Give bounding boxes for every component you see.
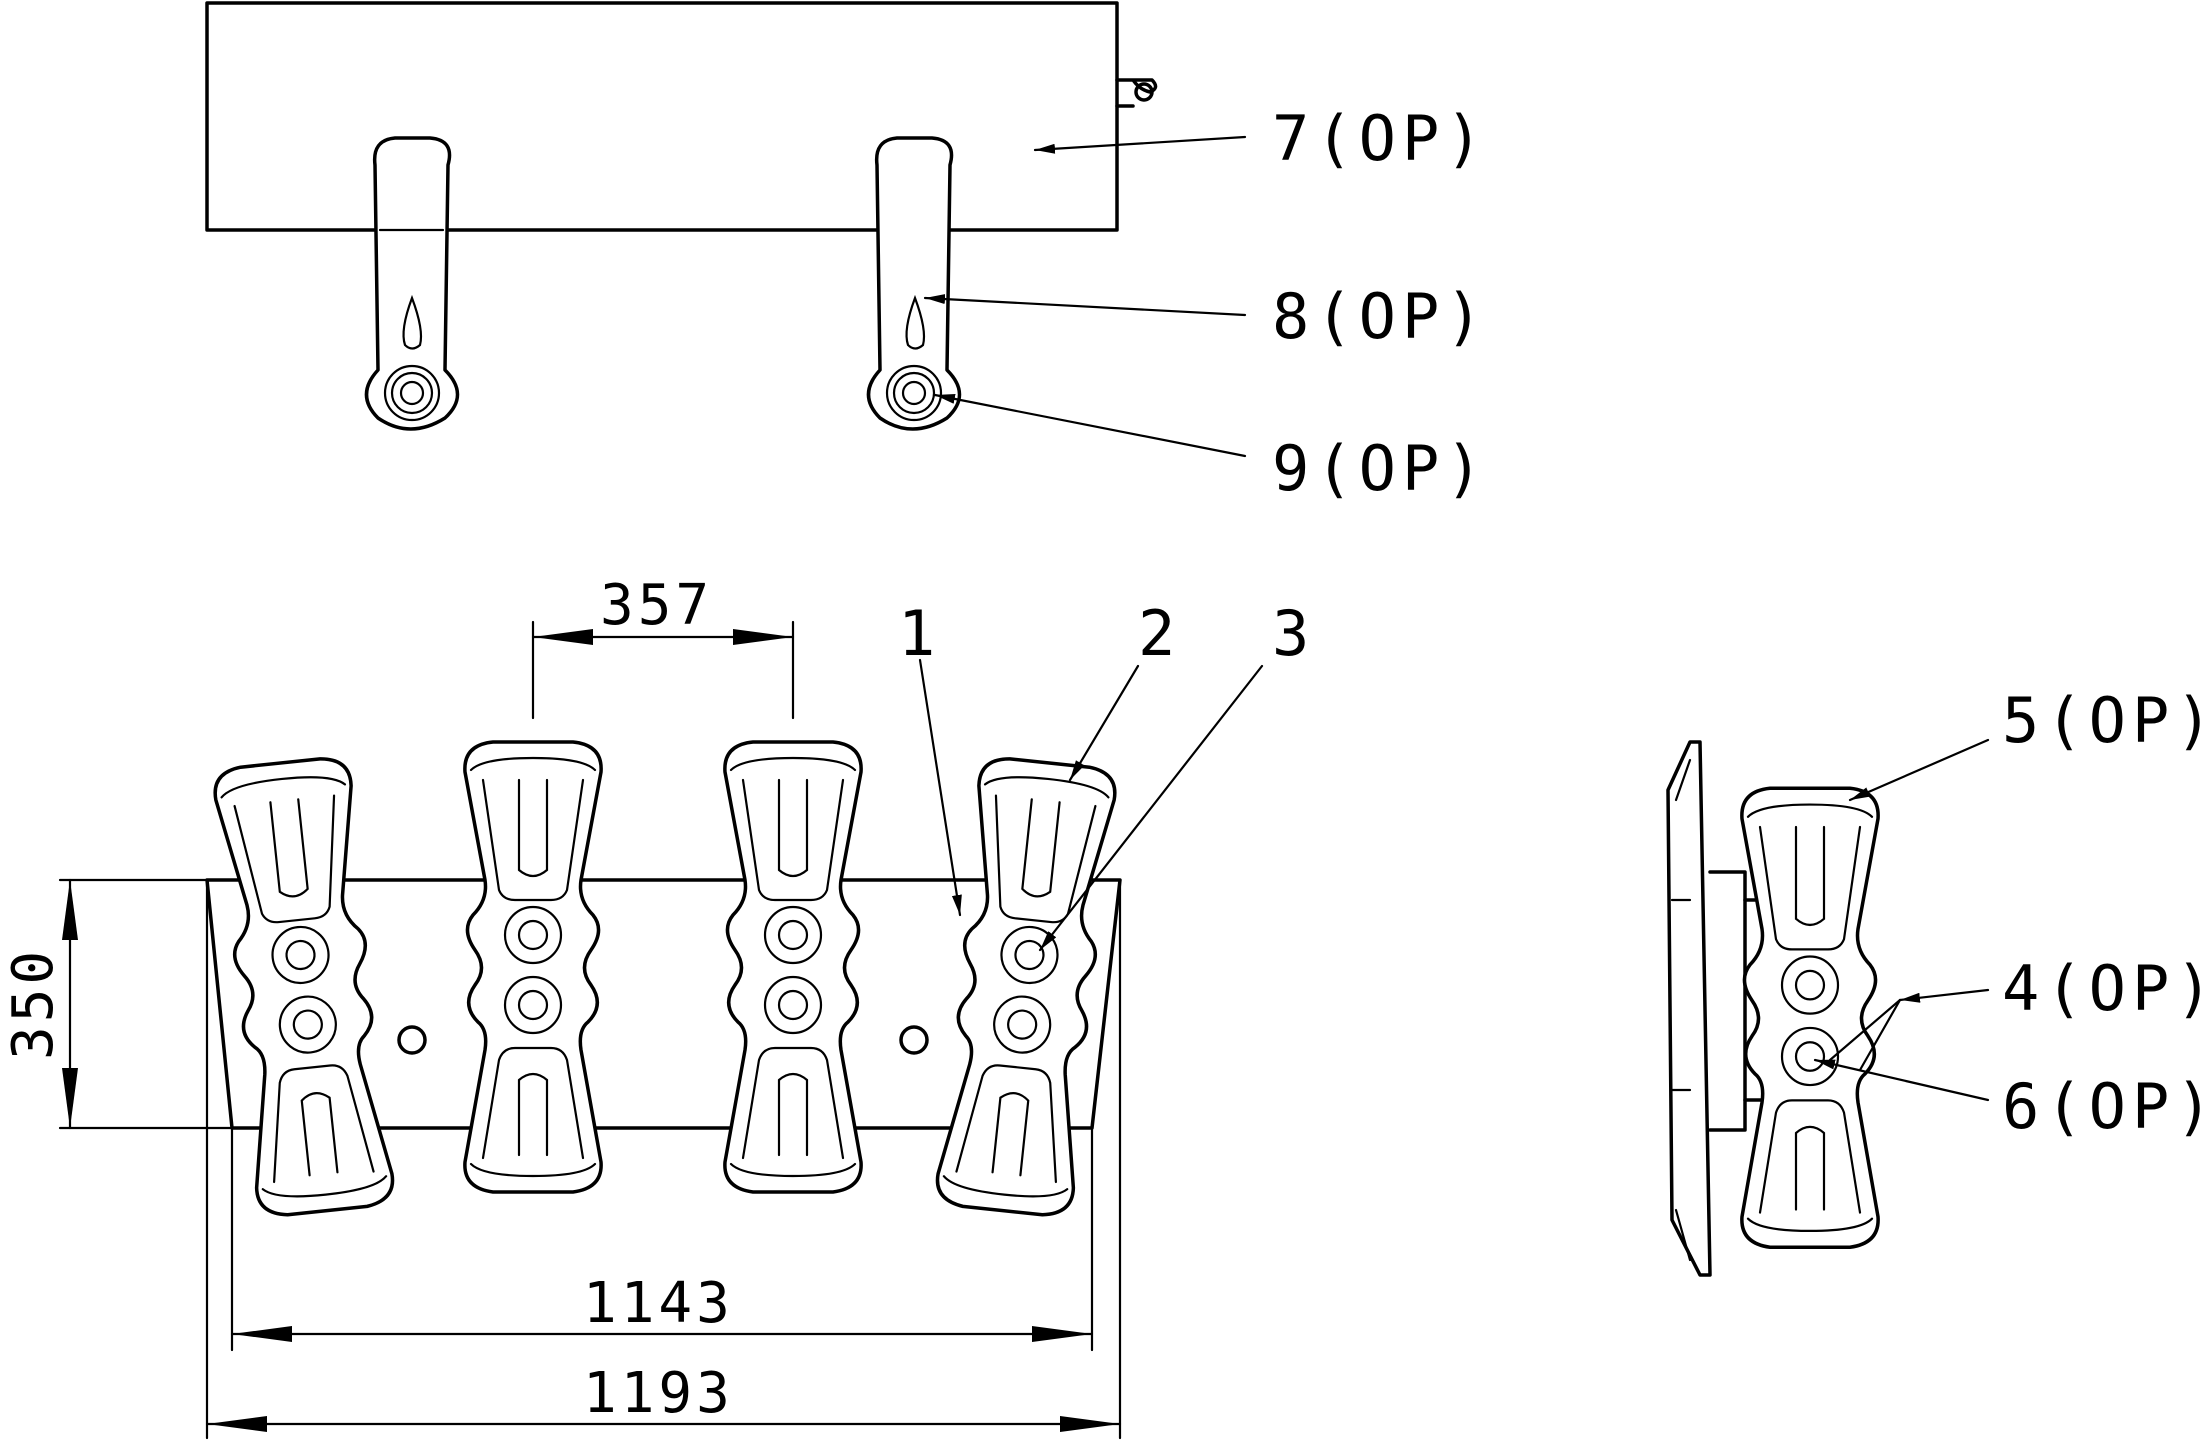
mount-hole-right	[899, 1025, 929, 1055]
rod-holder-3	[723, 740, 863, 1194]
dim-357: 357	[600, 573, 713, 638]
label-4-op: 4(OP)	[2002, 952, 2208, 1025]
label-7-op: 7(OP)	[1272, 102, 1489, 175]
label-8-op: 8(OP)	[1272, 280, 1489, 353]
rod-holder-2	[463, 740, 603, 1194]
side-plate	[1666, 740, 1712, 1277]
rod-holder-1	[210, 754, 397, 1220]
side-view: 5(OP) 4(OP) 6(OP)	[1666, 684, 2208, 1277]
front-view: 357 350 1143 1193 1 2 3	[1, 573, 1315, 1440]
side-rod-holder	[1740, 786, 1880, 1250]
dim-350: 350	[1, 947, 66, 1060]
dim-1143: 1143	[583, 1271, 734, 1336]
top-holder-right	[866, 136, 962, 431]
label-5-op: 5(OP)	[2002, 684, 2208, 757]
mount-hole-left	[397, 1025, 427, 1055]
top-view: 7(OP) 8(OP) 9(OP)	[205, 1, 1489, 505]
top-holder-left	[364, 136, 460, 431]
top-plate-tab	[1115, 78, 1158, 108]
rod-holder-4	[933, 754, 1120, 1220]
label-9-op: 9(OP)	[1272, 432, 1489, 505]
dim-1193: 1193	[583, 1361, 734, 1426]
label-6-op: 6(OP)	[2002, 1070, 2208, 1143]
label-part-3: 3	[1272, 597, 1315, 670]
label-part-2: 2	[1138, 597, 1181, 670]
top-plate	[205, 1, 1119, 232]
label-part-1: 1	[898, 597, 941, 670]
